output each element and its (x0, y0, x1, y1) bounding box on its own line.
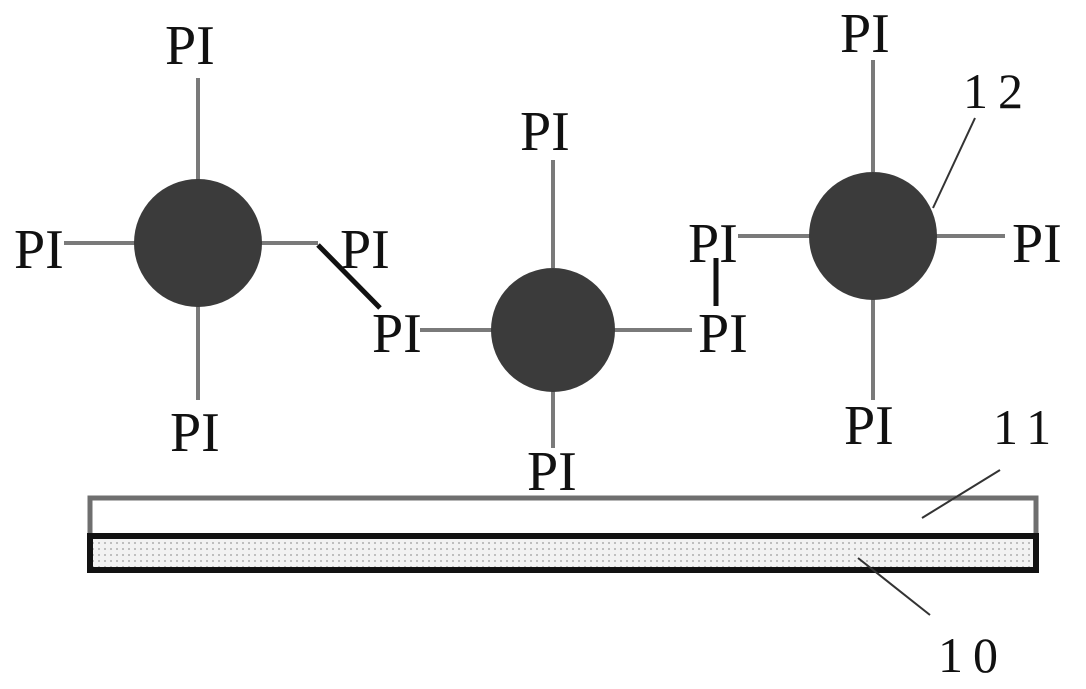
pi-label: PI (688, 213, 738, 275)
particle-1 (134, 179, 262, 307)
pi-label: PI (14, 219, 64, 281)
callout-12: 12 (932, 63, 1033, 209)
pi-label: PI (165, 15, 215, 77)
crosslink-1-2 (316, 243, 382, 310)
layer-stack (87, 495, 1039, 573)
pi-label: PI (170, 402, 220, 464)
pi-label: PI (698, 303, 748, 365)
particle-group-2: PI PI PI PI (372, 101, 748, 503)
upper-layer-11 (87, 495, 1039, 541)
pi-label: PI (372, 303, 422, 365)
particle-2 (491, 268, 615, 392)
pi-label: PI (527, 441, 577, 503)
pi-label: PI (340, 219, 390, 281)
leader-line (857, 557, 931, 616)
pi-label: PI (840, 3, 890, 65)
callout-label-11: 11 (993, 399, 1061, 455)
pi-label: PI (1012, 213, 1062, 275)
callout-label-12: 12 (963, 63, 1033, 119)
leader-line (921, 469, 1001, 519)
substrate-layer-10 (87, 533, 1039, 573)
pi-label: PI (520, 101, 570, 163)
particle-group-1: PI PI PI PI (14, 15, 390, 464)
callout-11: 11 (921, 399, 1061, 519)
pi-label: PI (844, 395, 894, 457)
callout-10: 10 (857, 557, 1008, 683)
leader-line (932, 117, 976, 209)
particle-3 (809, 172, 937, 300)
particle-group-3: PI PI PI PI (688, 3, 1062, 457)
callout-label-10: 10 (938, 627, 1008, 683)
